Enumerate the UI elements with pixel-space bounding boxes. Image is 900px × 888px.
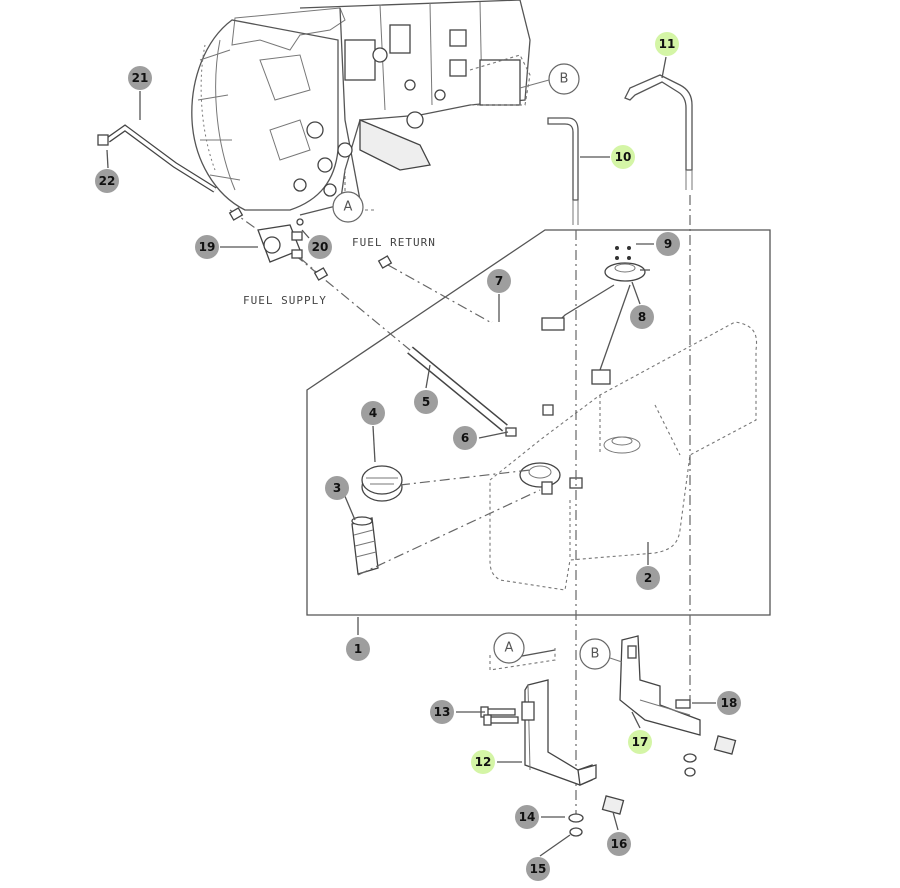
ref-marker-b-bottom: B <box>579 638 623 670</box>
cap-routing <box>399 469 531 486</box>
callout-14: 14 <box>515 805 539 829</box>
svg-text:9: 9 <box>664 237 672 251</box>
callout-12: 12 <box>471 750 495 774</box>
clamp-return <box>377 255 393 269</box>
svg-text:B: B <box>560 72 569 87</box>
svg-text:8: 8 <box>638 310 646 324</box>
svg-text:3: 3 <box>333 481 341 495</box>
svg-text:12: 12 <box>475 755 492 769</box>
svg-text:6: 6 <box>461 431 469 445</box>
svg-text:18: 18 <box>721 696 738 710</box>
svg-text:21: 21 <box>132 71 149 85</box>
tank-strap-large <box>624 74 693 171</box>
clamp-upper <box>228 207 244 221</box>
svg-text:13: 13 <box>434 705 451 719</box>
callout-11: 11 <box>655 32 679 56</box>
callout-10: 10 <box>611 145 635 169</box>
callout-22: 22 <box>95 169 119 193</box>
callout-2: 2 <box>636 566 660 590</box>
housing-ref-b-outline <box>469 54 531 106</box>
housing-ref-a-outline <box>344 170 375 211</box>
svg-text:19: 19 <box>199 240 216 254</box>
svg-text:10: 10 <box>615 150 632 164</box>
fuel-supply-routing <box>294 254 411 351</box>
callout-5: 5 <box>414 390 438 414</box>
svg-text:11: 11 <box>659 37 676 51</box>
pad-16 <box>601 795 625 815</box>
fuel-return-routing <box>387 264 491 323</box>
washer-nut-14-15 <box>568 813 584 837</box>
callout-4: 4 <box>361 401 385 425</box>
svg-text:15: 15 <box>530 862 547 876</box>
callout-15: 15 <box>526 857 550 881</box>
callout-21: 21 <box>128 66 152 90</box>
tank-assembly-frame <box>306 229 771 616</box>
svg-text:20: 20 <box>312 240 329 254</box>
fuel-strainer <box>351 516 379 575</box>
callout-8: 8 <box>630 305 654 329</box>
ref-marker-a-top: A <box>332 191 364 223</box>
fuel-cap <box>361 465 403 502</box>
bolt-13 <box>480 706 519 726</box>
ref-marker-b-top: B <box>519 63 580 95</box>
pad-17 <box>683 735 737 777</box>
svg-text:A: A <box>344 200 353 215</box>
callout-7: 7 <box>487 269 511 293</box>
bolt-18 <box>675 699 691 709</box>
fuel-return-label: FUEL RETURN <box>352 236 436 249</box>
return-fitting <box>542 404 554 416</box>
callout-6: 6 <box>453 426 477 450</box>
callout-17: 17 <box>628 730 652 754</box>
callout-13: 13 <box>430 700 454 724</box>
svg-text:16: 16 <box>611 837 628 851</box>
pipe-nut <box>97 134 109 146</box>
callout-9: 9 <box>656 232 680 256</box>
callout-leaders <box>106 56 716 857</box>
bracket-front <box>489 648 597 786</box>
svg-text:7: 7 <box>495 274 503 288</box>
callout-1: 1 <box>346 637 370 661</box>
svg-text:22: 22 <box>99 174 116 188</box>
tank-strap-small <box>547 117 579 201</box>
callout-3: 3 <box>325 476 349 500</box>
ref-marker-a-bottom: A <box>493 632 525 664</box>
bracket-rear <box>619 635 701 736</box>
svg-text:14: 14 <box>519 810 536 824</box>
callout-16: 16 <box>607 832 631 856</box>
svg-text:1: 1 <box>354 642 362 656</box>
fuel-tank <box>489 321 758 591</box>
clamp-lower <box>313 267 329 281</box>
svg-text:B: B <box>591 647 600 662</box>
fuel-filter-assembly <box>257 218 304 263</box>
fuel-level-sender <box>541 246 650 385</box>
strainer-routing <box>357 489 541 576</box>
callout-18: 18 <box>717 691 741 715</box>
transmission-housing <box>191 0 531 216</box>
svg-text:17: 17 <box>632 735 649 749</box>
svg-text:5: 5 <box>422 395 430 409</box>
svg-text:2: 2 <box>644 571 652 585</box>
fuel-supply-label: FUEL SUPPLY <box>243 294 327 307</box>
svg-text:4: 4 <box>369 406 377 420</box>
callout-19: 19 <box>195 235 219 259</box>
svg-text:A: A <box>505 641 514 656</box>
callout-20: 20 <box>308 235 332 259</box>
